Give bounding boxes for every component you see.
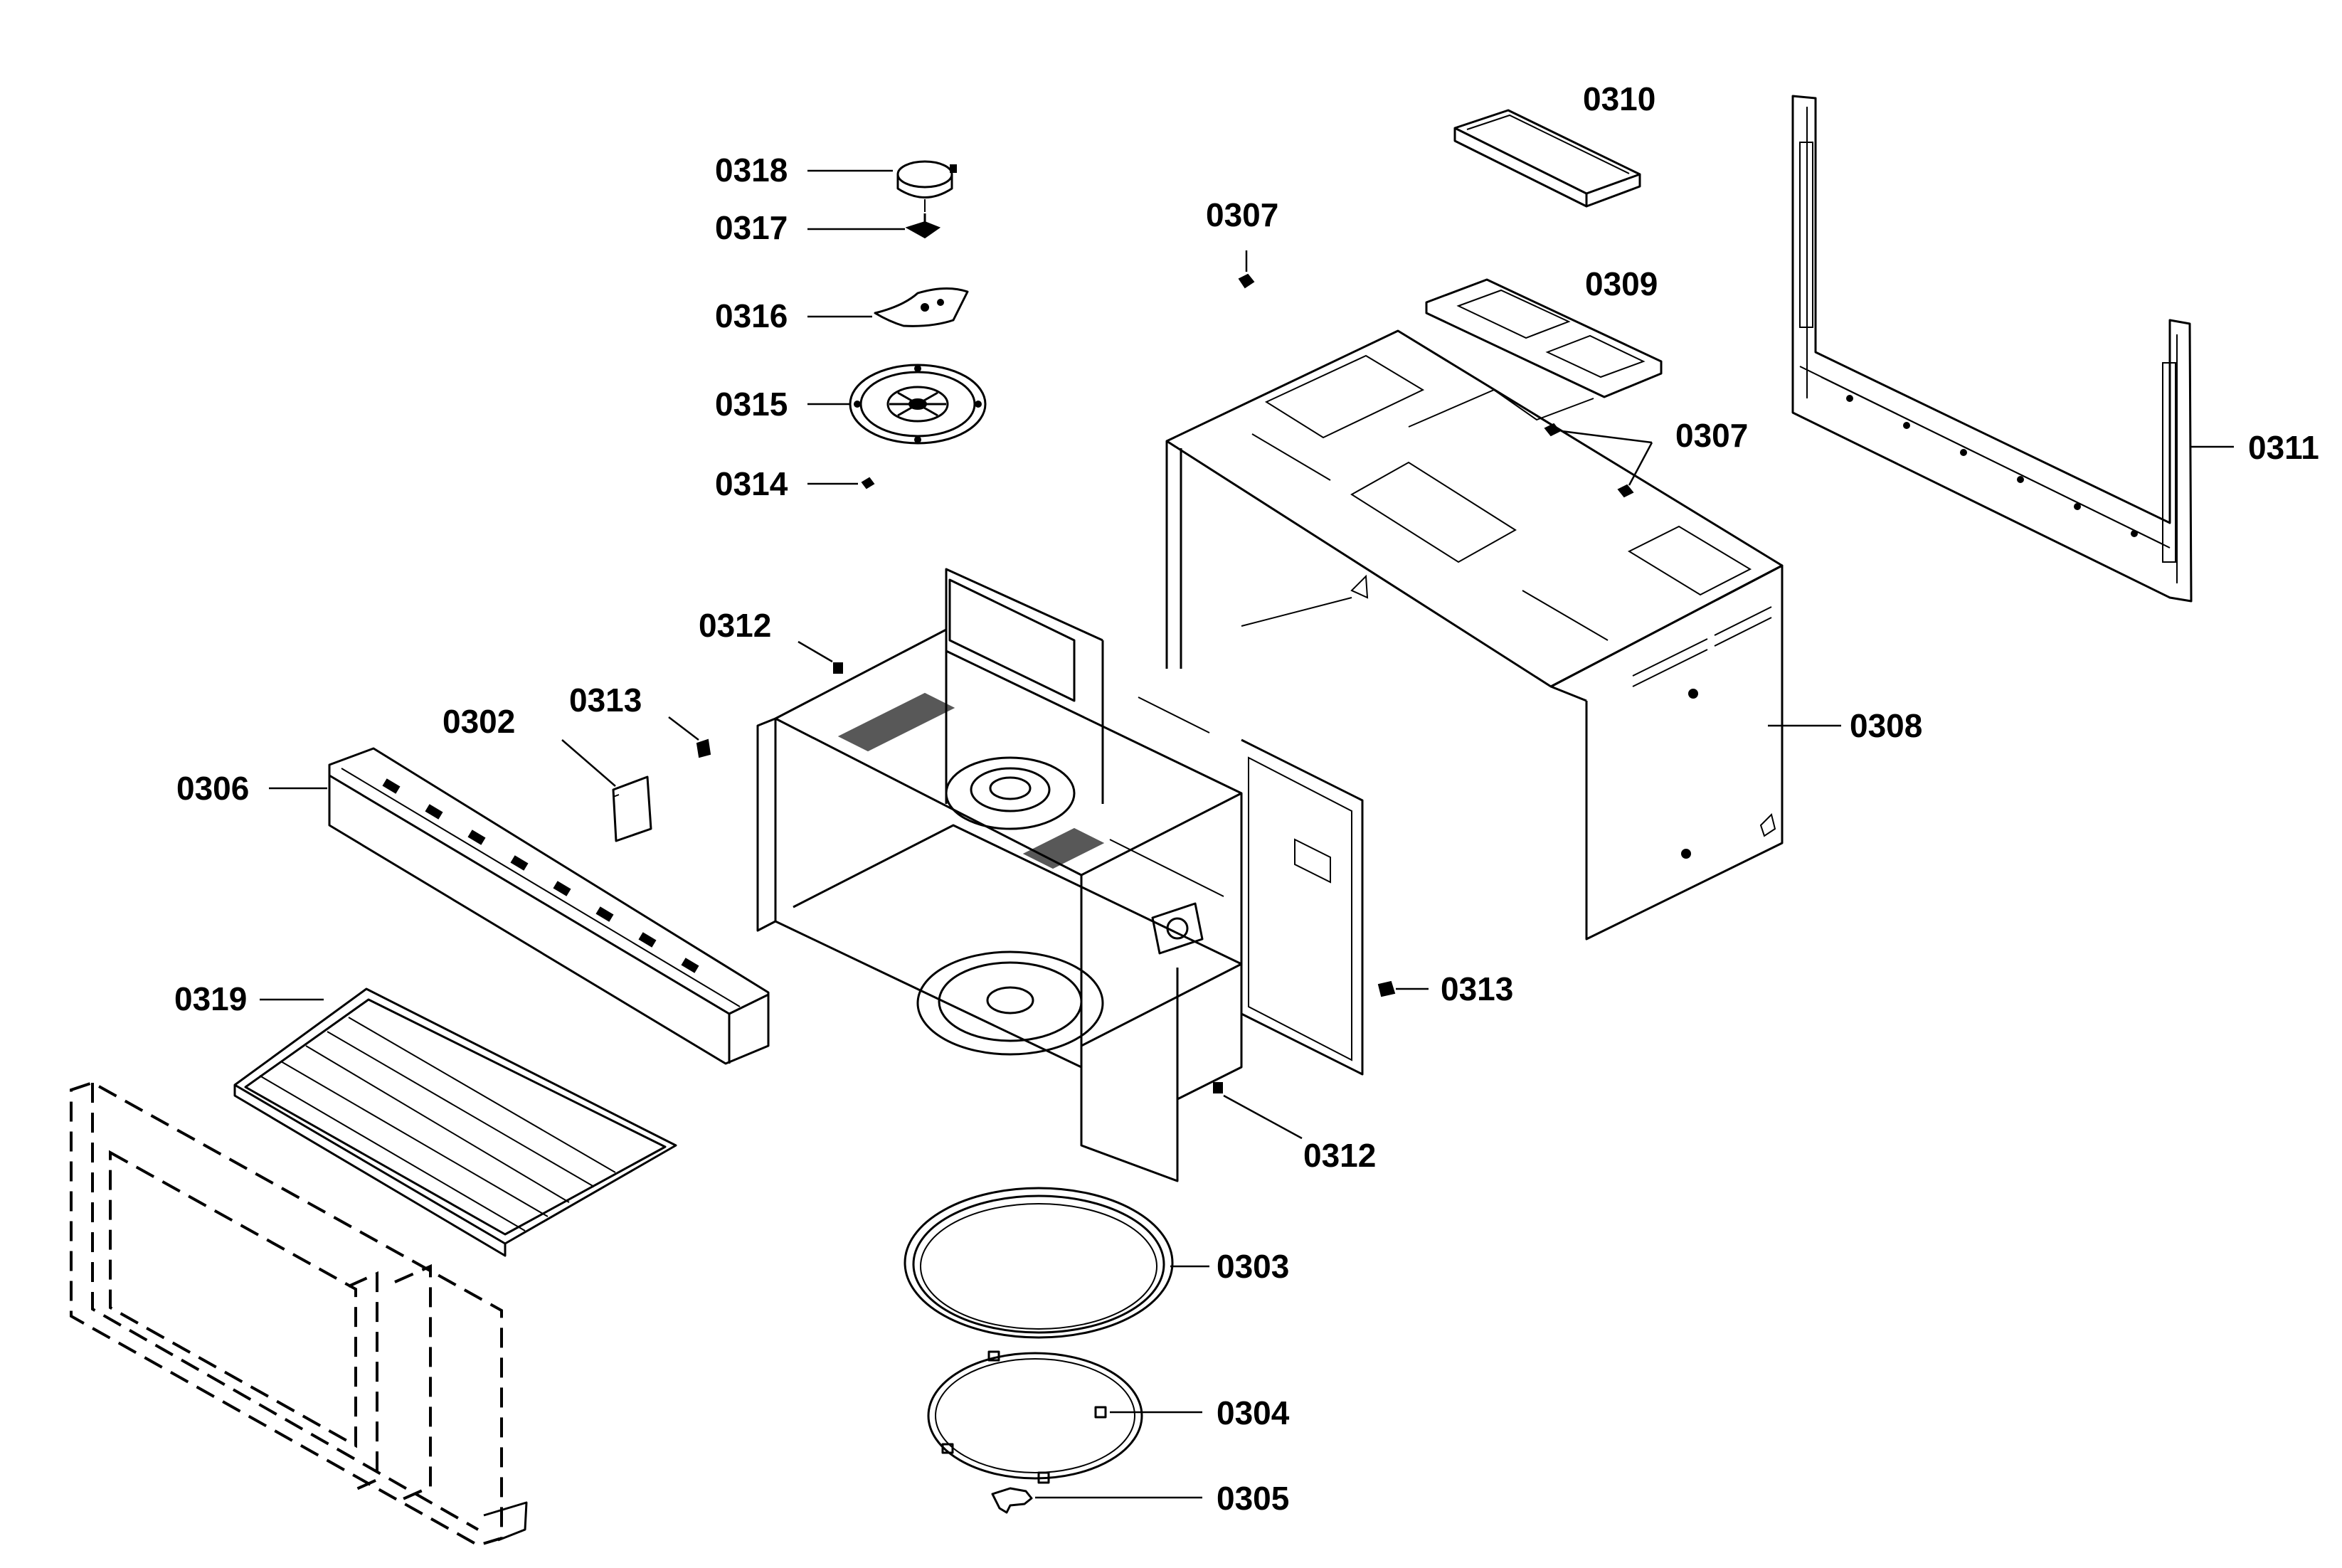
part-0315-fan: [849, 364, 987, 445]
part-0308-cabinet: [1165, 329, 1784, 941]
label-0317: 0317: [715, 209, 788, 246]
label-0308: 0308: [1850, 707, 1922, 744]
part-0312-clip-b: [1213, 1082, 1223, 1093]
part-0316-bracket: [874, 287, 969, 327]
part-door: [70, 1081, 528, 1547]
part-0319-rack: [233, 987, 677, 1257]
part-0318-motor: [896, 160, 957, 212]
label-0313-right: 0313: [1441, 970, 1513, 1007]
part-0314-screw: [861, 477, 875, 489]
part-0304-roller-ring: [927, 1350, 1143, 1484]
part-0312-clip-a: [833, 662, 843, 674]
label-0312-top: 0312: [699, 607, 771, 644]
leader-0313-a: [668, 716, 699, 741]
label-0307-right: 0307: [1675, 417, 1748, 454]
part-cavity-assembly: [756, 568, 1364, 1182]
part-0303-tray: [904, 1187, 1174, 1339]
part-0311-frame: [1791, 95, 2193, 603]
label-0304: 0304: [1217, 1394, 1290, 1431]
label-0305: 0305: [1217, 1480, 1289, 1517]
leader-0312-a: [798, 640, 833, 663]
part-0307-clip-top: [1238, 273, 1255, 289]
part-0310-cover: [1453, 109, 1641, 208]
label-0310: 0310: [1583, 80, 1655, 117]
label-0312-bottom: 0312: [1303, 1137, 1376, 1174]
label-0314: 0314: [715, 465, 788, 502]
label-0311: 0311: [2248, 429, 2319, 466]
label-0302: 0302: [443, 703, 515, 740]
part-labels: 0310 0318 0317 0307 0309 0316 0315 0307 …: [174, 80, 2319, 1517]
label-0309: 0309: [1585, 265, 1658, 302]
part-0306-control-bar: [328, 747, 770, 1065]
label-0306: 0306: [176, 770, 249, 807]
leader-0307-b: [1561, 430, 1653, 486]
label-0319: 0319: [174, 980, 247, 1017]
part-0309-plate: [1425, 278, 1663, 398]
label-0318: 0318: [715, 152, 788, 189]
label-0316: 0316: [715, 297, 788, 334]
label-0315: 0315: [715, 386, 788, 423]
label-0313-left: 0313: [569, 682, 642, 719]
part-0317-coupler: [905, 213, 941, 239]
part-0302-plate: [612, 775, 652, 842]
part-0313-screw-a: [696, 738, 711, 758]
leader-0312-b: [1223, 1094, 1303, 1140]
label-0307-top: 0307: [1206, 196, 1278, 233]
label-0303: 0303: [1217, 1248, 1289, 1285]
leader-0302: [561, 739, 616, 787]
part-0305-coupling: [991, 1487, 1033, 1514]
part-0313-screw-b: [1377, 980, 1396, 997]
